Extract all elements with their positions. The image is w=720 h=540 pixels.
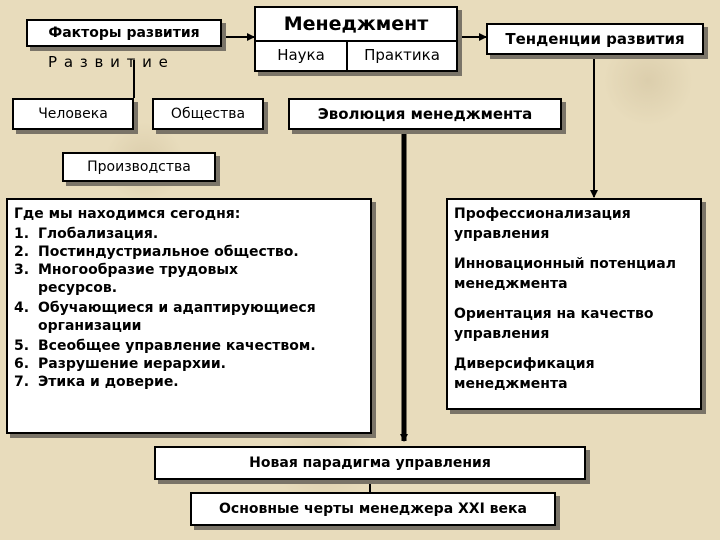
today-heading: Где мы находимся сегодня: [14, 206, 241, 222]
list-item: 2.Постиндустриальное общество. [14, 244, 299, 260]
production-box: Производства [62, 152, 216, 182]
evolution-label: Эволюция менеджмента [317, 105, 533, 123]
management-science: Наука [256, 42, 348, 70]
list-item: 3.Многообразие трудовых ресурсов. [14, 262, 239, 296]
list-item: 5.Всеобщее управление качеством. [14, 338, 316, 354]
list-item: 6.Разрушение иерархии. [14, 356, 226, 372]
trend-quality: Ориентация на качество управления [454, 306, 654, 342]
today-box: Где мы находимся сегодня: 1.Глобализация… [6, 198, 372, 434]
factors-box: Факторы развития [26, 19, 222, 47]
human-box: Человека [12, 98, 134, 130]
list-item: 1.Глобализация. [14, 226, 159, 242]
today-list: 1.Глобализация. 2.Постиндустриальное общ… [14, 225, 364, 391]
manager-traits-label: Основные черты менеджера XXI века [219, 501, 527, 517]
trends-list-box: Профессионализация управления Инновацион… [446, 198, 702, 410]
society-box: Общества [152, 98, 264, 130]
society-label: Общества [170, 106, 246, 122]
management-title: Менеджмент [256, 8, 456, 42]
paradigm-box: Новая парадигма управления [154, 446, 586, 480]
management-practice: Практика [364, 46, 440, 64]
manager-traits-box: Основные черты менеджера XXI века [190, 492, 556, 526]
human-label: Человека [38, 106, 108, 122]
list-item: 7.Этика и доверие. [14, 374, 179, 390]
development-label: Р а з в и т и е [48, 53, 169, 71]
evolution-box: Эволюция менеджмента [288, 98, 562, 130]
paradigm-label: Новая парадигма управления [249, 455, 491, 471]
trend-professionalization: Профессионализация управления [454, 206, 631, 242]
production-label: Производства [87, 159, 191, 175]
trend-diversification: Диверсификация менеджмента [454, 356, 595, 392]
management-box: Менеджмент Наука Практика [254, 6, 458, 72]
trend-innovation: Инновационный потенциал менеджмента [454, 256, 676, 292]
development-text: Р а з в и т и е [48, 53, 169, 71]
trends-title: Тенденции развития [505, 30, 685, 48]
factors-title: Факторы развития [48, 25, 200, 41]
list-item: 4.Обучающиеся и адаптирующиеся организац… [14, 300, 316, 334]
trends-title-box: Тенденции развития [486, 23, 704, 55]
